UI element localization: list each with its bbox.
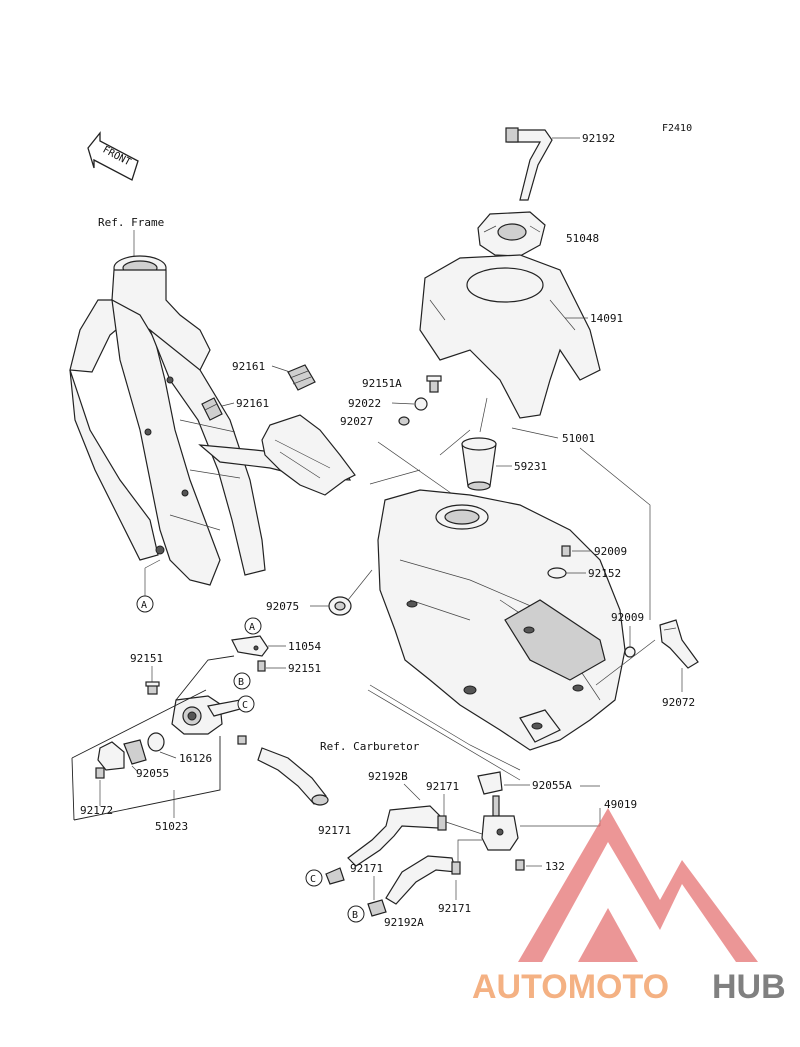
part-92151A: 92151A bbox=[362, 377, 402, 390]
bolt-92151-a bbox=[145, 681, 160, 695]
svg-text:A: A bbox=[141, 600, 147, 611]
part-14091: 14091 bbox=[590, 312, 623, 325]
svg-text:B: B bbox=[352, 910, 358, 921]
callout-a-bracket: A bbox=[244, 617, 262, 635]
part-51001: 51001 bbox=[562, 432, 595, 445]
hose-upper-drawing bbox=[347, 805, 447, 867]
washer-92022 bbox=[414, 397, 428, 411]
screw-132 bbox=[515, 859, 525, 871]
grommet-92075 bbox=[328, 596, 352, 616]
bracket-11054-drawing bbox=[231, 635, 269, 657]
part-11054: 11054 bbox=[288, 640, 321, 653]
part-92161-b: 92161 bbox=[236, 397, 269, 410]
part-92151-a: 92151 bbox=[130, 652, 163, 665]
strap-92072-drawing bbox=[659, 619, 699, 669]
part-92055A: 92055A bbox=[532, 779, 572, 792]
collar-92152 bbox=[547, 567, 567, 579]
small-bolt bbox=[237, 735, 247, 745]
part-92009-b: 92009 bbox=[611, 611, 644, 624]
watermark-text-automoto: AUTOMOTO bbox=[472, 968, 669, 1006]
part-49019: 49019 bbox=[604, 798, 637, 811]
breather-hose-drawing bbox=[505, 127, 553, 201]
shroud-drawing bbox=[201, 364, 356, 496]
svg-text:A: A bbox=[249, 622, 255, 633]
part-92192B: 92192B bbox=[368, 770, 408, 783]
screw-92172 bbox=[95, 767, 105, 779]
part-16126: 16126 bbox=[179, 752, 212, 765]
watermark-logo bbox=[518, 808, 758, 962]
fuel-filter-drawing bbox=[461, 437, 497, 491]
part-92171-d: 92171 bbox=[438, 902, 471, 915]
fuel-tank-drawing bbox=[367, 489, 626, 781]
part-92171-b: 92171 bbox=[318, 824, 351, 837]
part-51048: 51048 bbox=[566, 232, 599, 245]
tank-cover-drawing bbox=[419, 254, 601, 419]
fuel-cap-drawing bbox=[477, 211, 546, 257]
part-132: 132 bbox=[545, 860, 565, 873]
svg-text:C: C bbox=[242, 700, 248, 711]
part-92192: 92192 bbox=[582, 132, 615, 145]
carburetor-hose-drawing bbox=[257, 747, 329, 806]
clamp-c: C bbox=[305, 869, 323, 887]
bolt-92151-b bbox=[257, 660, 266, 672]
bolt-92009-a bbox=[561, 545, 571, 557]
callout-a-frame: A bbox=[136, 595, 154, 613]
bolt-92009-b bbox=[624, 646, 636, 658]
part-92152: 92152 bbox=[588, 567, 621, 580]
front-arrow-icon: FRONT bbox=[87, 131, 139, 181]
part-92027: 92027 bbox=[340, 415, 373, 428]
gasket-92055A bbox=[477, 771, 503, 795]
part-92171-a: 92171 bbox=[426, 780, 459, 793]
part-92192A: 92192A bbox=[384, 916, 424, 929]
part-92171-c: 92171 bbox=[350, 862, 383, 875]
svg-text:C: C bbox=[310, 874, 316, 885]
part-92075: 92075 bbox=[266, 600, 299, 613]
part-92151-b: 92151 bbox=[288, 662, 321, 675]
ref-carburetor-label: Ref. Carburetor bbox=[320, 740, 420, 753]
callout-b-cock: B bbox=[233, 672, 251, 690]
clamp-b: B bbox=[347, 905, 365, 923]
hose-lower-drawing bbox=[385, 855, 461, 905]
figure-code: F2410 bbox=[662, 123, 692, 134]
part-92009-a: 92009 bbox=[594, 545, 627, 558]
part-92161-a: 92161 bbox=[232, 360, 265, 373]
petcock-49019-drawing bbox=[481, 795, 519, 851]
svg-text:B: B bbox=[238, 677, 244, 688]
part-51023: 51023 bbox=[155, 820, 188, 833]
fuel-cock-drawing bbox=[171, 655, 245, 735]
collar-92027 bbox=[398, 416, 410, 426]
ref-frame-label: Ref. Frame bbox=[98, 216, 164, 229]
part-92055: 92055 bbox=[136, 767, 169, 780]
callout-c-cock: C bbox=[237, 695, 255, 713]
fuel-cock-lever bbox=[97, 732, 165, 771]
part-59231: 59231 bbox=[514, 460, 547, 473]
part-92022: 92022 bbox=[348, 397, 381, 410]
part-92072: 92072 bbox=[662, 696, 695, 709]
watermark-text-hub: HUB bbox=[712, 968, 786, 1006]
bolt-92151a-drawing bbox=[426, 375, 442, 393]
